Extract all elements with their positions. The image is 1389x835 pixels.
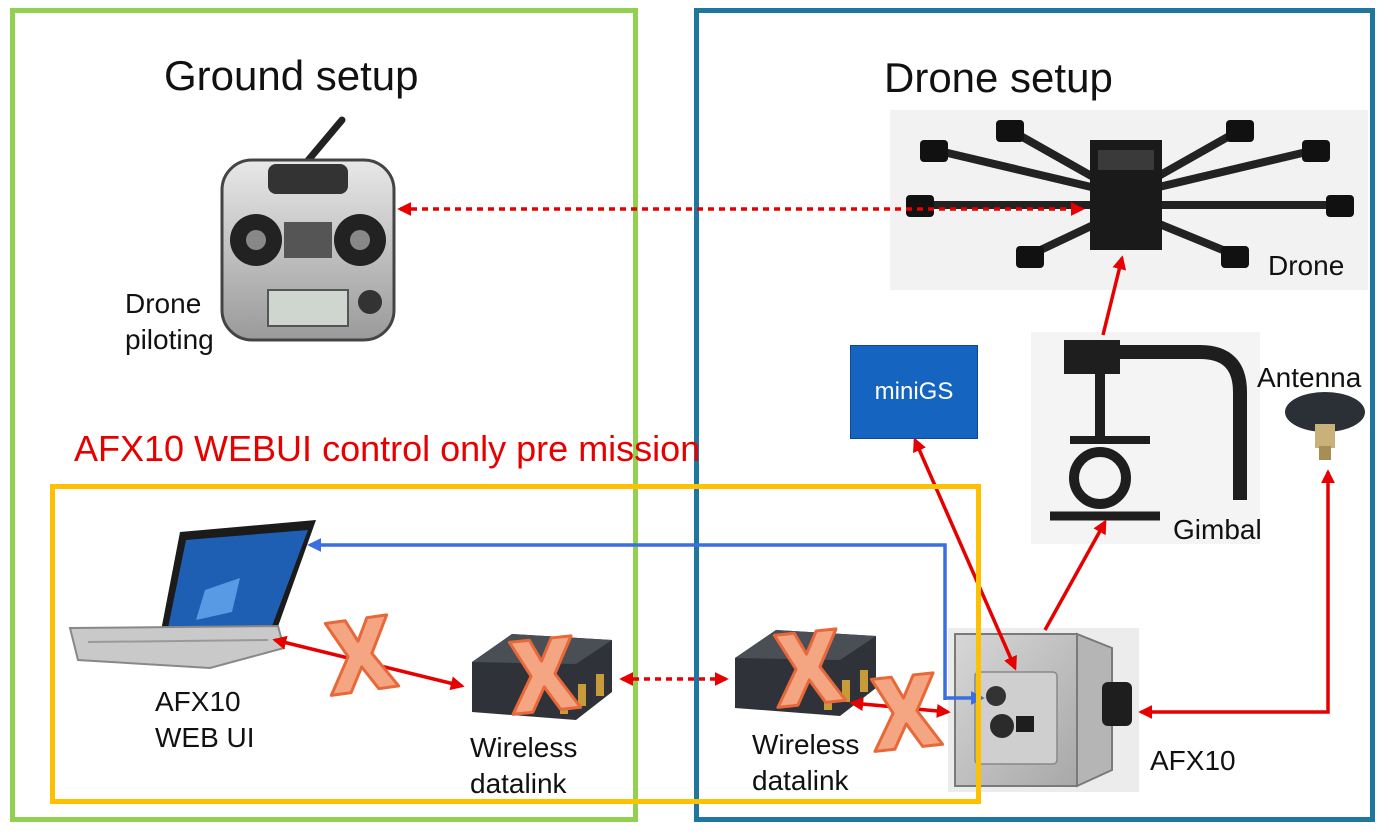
- webui-control-zone: [50, 484, 981, 804]
- drone-piloting-line-2: piloting: [125, 324, 214, 355]
- drone-setup-title: Drone setup: [884, 54, 1113, 101]
- afx10-label: AFX10: [1150, 745, 1236, 776]
- wireless-drone-line-2: datalink: [752, 765, 849, 796]
- gimbal-label: Gimbal: [1173, 514, 1262, 545]
- minigs-label: miniGS: [874, 378, 954, 405]
- drone-label: Drone: [1268, 250, 1345, 281]
- disabled-cross-icon: [869, 671, 945, 753]
- antenna-label: Antenna: [1257, 362, 1362, 393]
- antenna-icon: [1285, 392, 1365, 460]
- octocopter-drone-icon: [890, 110, 1368, 290]
- connectors: [272, 202, 1335, 719]
- afx10-webui-label: AFX10 WEB UI: [155, 684, 255, 756]
- webui-warning-label: AFX10 WEBUI control only pre mission: [74, 428, 701, 469]
- afx10-webui-line-2: WEB UI: [155, 722, 255, 753]
- wireless-ground-line-1: Wireless: [470, 732, 578, 763]
- ground-setup-title: Ground setup: [164, 52, 419, 99]
- disabled-cross-icon: [507, 634, 583, 716]
- rc-transmitter-icon: [220, 116, 396, 342]
- ground-setup-zone: [10, 8, 638, 822]
- afx10-webui-line-1: AFX10: [155, 686, 241, 717]
- wireless-drone-line-1: Wireless: [752, 729, 860, 760]
- disabled-cross-icon: [323, 613, 401, 697]
- disabled-cross-icon: [772, 627, 848, 709]
- drone-piloting-label: Drone piloting: [125, 286, 214, 358]
- wireless-datalink-ground-label: Wireless datalink: [470, 730, 577, 802]
- minigs-box: miniGS: [850, 345, 978, 439]
- wireless-ground-line-2: datalink: [470, 768, 567, 799]
- drone-piloting-line-1: Drone: [125, 288, 202, 319]
- wireless-datalink-drone-label: Wireless datalink: [752, 727, 859, 799]
- drone-setup-zone: [694, 8, 1375, 822]
- laptop-icon: [68, 520, 316, 670]
